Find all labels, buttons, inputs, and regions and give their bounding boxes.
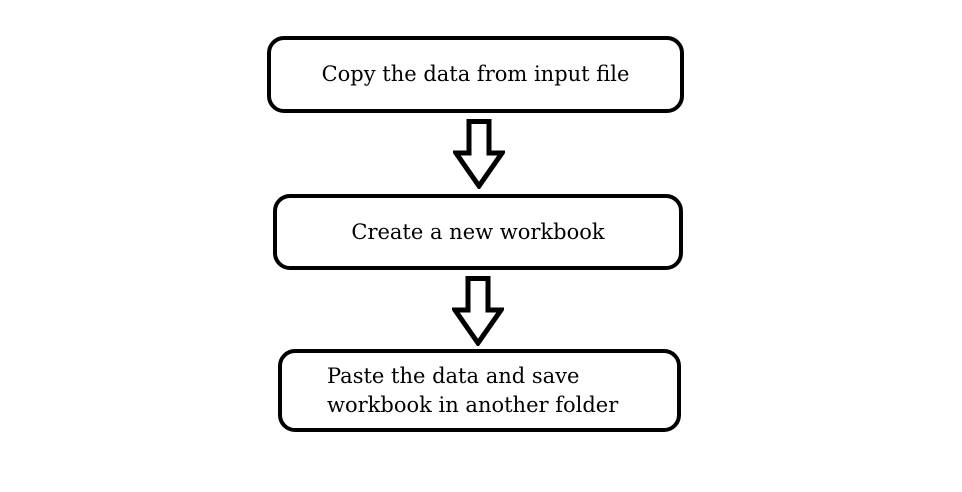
flowchart-node-label: Copy the data from input file xyxy=(321,62,630,86)
flowchart-node-label-line-2: workbook in another folder xyxy=(327,392,619,417)
flowchart-node-create-workbook: Create a new workbook xyxy=(273,194,683,270)
block-arrow-down-icon xyxy=(453,119,505,189)
flowchart-node-paste-save: Paste the data and save workbook in anot… xyxy=(278,349,681,432)
block-arrow-down-icon xyxy=(452,276,504,346)
flowchart-node-label: Create a new workbook xyxy=(351,219,605,244)
flowchart-node-copy-data: Copy the data from input file xyxy=(267,36,684,113)
flowchart-node-label-line-1: Paste the data and save xyxy=(327,363,580,388)
